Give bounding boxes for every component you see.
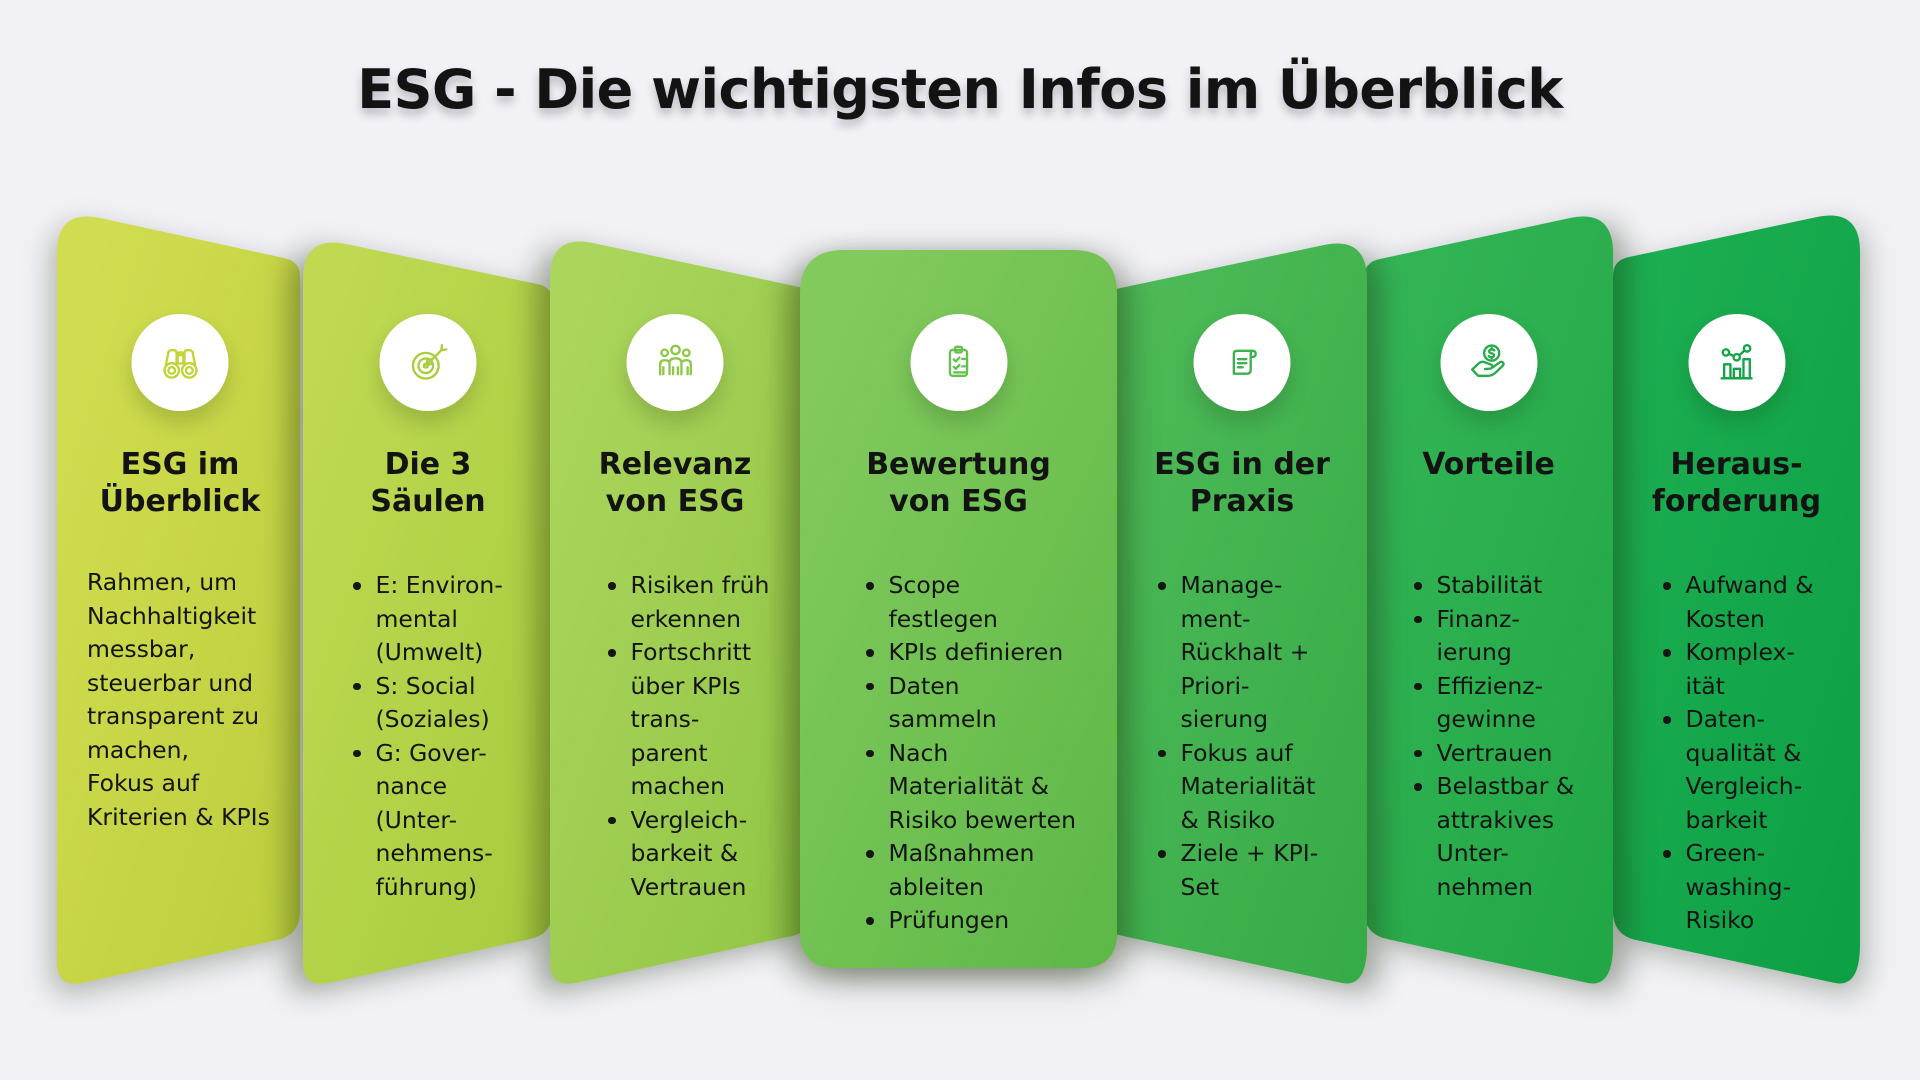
bullet-item: Daten sammeln [866,670,1109,737]
icon-circle [1688,314,1785,411]
bullet-dot [1414,582,1422,590]
icon-circle [1440,314,1537,411]
scroll-icon [1232,349,1257,375]
bullet-dot [353,582,361,590]
card-title: Die 3 Säulen [370,447,486,519]
binoculars-icon [162,348,198,379]
bullet-list: Manage- ment- Rückhalt + Priori- sierung… [1117,569,1359,904]
bullet-item: Vergleich- barkeit & Vertrauen [608,804,792,905]
bullet-dot [1663,582,1671,590]
icon-circle [1193,314,1291,411]
bullet-item: Fortschritt über KPIs trans- parent mach… [608,636,792,804]
hand-coin-icon [1471,343,1505,377]
card-title: Heraus- forderung [1651,447,1822,519]
bullet-dot [866,917,874,925]
bullet-dot [866,749,874,757]
icon-circle [379,314,477,411]
bullet-dot [1158,749,1166,757]
bullet-dot [353,682,361,690]
bullet-item: Effizienz- gewinne [1414,670,1605,737]
bullet-item: S: Social (Soziales) [353,670,545,737]
page-title: ESG - Die wichtigsten Infos im Überblick [357,58,1563,121]
card-title: Bewertung von ESG [866,447,1051,519]
bullet-dot [608,582,616,590]
clipboard-checklist-icon [948,345,969,377]
bullet-dot [1414,749,1422,757]
card-title: Relevanz von ESG [598,447,752,519]
bullet-dot [1414,615,1422,623]
bullet-item: Aufwand & Kosten [1663,569,1852,636]
card-paragraph: Rahmen, um Nachhaltigkeit messbar, steue… [87,568,270,831]
bullet-item: E: Environ- mental (Umwelt) [353,569,545,670]
bullet-dot [1663,649,1671,657]
bullet-item: Risiken früh erkennen [608,569,792,636]
card-title: ESG in der Praxis [1154,447,1330,519]
bullet-item: G: Gover- nance (Unter- nehmens- führung… [353,737,545,905]
bullet-item: Belastbar & attrakives Unter- nehmen [1414,770,1605,904]
bullet-item: Maßnahmen ableiten [866,837,1109,904]
bullet-dot [866,850,874,858]
bullet-item: Scope festlegen [866,569,1109,636]
bullet-dot [866,582,874,590]
icon-circle [626,314,724,411]
icon-circle [910,314,1007,411]
bullet-list: Scope festlegen KPIs definieren Daten sa… [800,569,1109,938]
icon-circle [131,314,229,411]
bullet-list: Aufwand & Kosten Komplex- ität Daten- qu… [1613,569,1852,938]
bullet-item: Finanz- ierung [1414,603,1605,670]
card-title: ESG im Überblick [99,447,261,519]
bullet-item: Daten- qualität & Vergleich- barkeit [1663,703,1852,837]
bullet-dot [1414,682,1422,690]
bullet-dot [866,682,874,690]
bullet-item: Nach Materialität & Risiko bewerten [866,737,1109,838]
bullet-list: Stabilität Finanz- ierung Effizienz- gew… [1364,569,1605,904]
bullet-item: Stabilität [1414,569,1605,603]
bullet-dot [1663,850,1671,858]
bullet-dot [866,649,874,657]
bullet-list: E: Environ- mental (Umwelt) S: Social (S… [303,569,545,904]
bullet-item: Green- washing- Risiko [1663,837,1852,938]
card-title: Vorteile [1422,447,1555,482]
bullet-dot [608,649,616,657]
bullet-item: Komplex- ität [1663,636,1852,703]
bullet-dot [353,749,361,757]
bullet-dot [1158,582,1166,590]
bullet-item: Prüfungen [866,904,1109,938]
bullet-dot [1414,783,1422,791]
target-icon [411,343,447,380]
bullet-list: Risiken früh erkennen Fortschritt über K… [550,569,792,904]
bullet-dot [1158,850,1166,858]
bullet-item: Manage- ment- Rückhalt + Priori- sierung [1158,569,1359,737]
bullet-dot [608,816,616,824]
growth-chart-icon [1720,343,1753,379]
bullet-item: KPIs definieren [866,636,1109,670]
bullet-item: Fokus auf Materialität & Risiko [1158,737,1359,838]
bullet-item: Ziele + KPI- Set [1158,837,1359,904]
people-icon [658,344,692,375]
bullet-dot [1663,716,1671,724]
bullet-item: Vertrauen [1414,737,1605,771]
